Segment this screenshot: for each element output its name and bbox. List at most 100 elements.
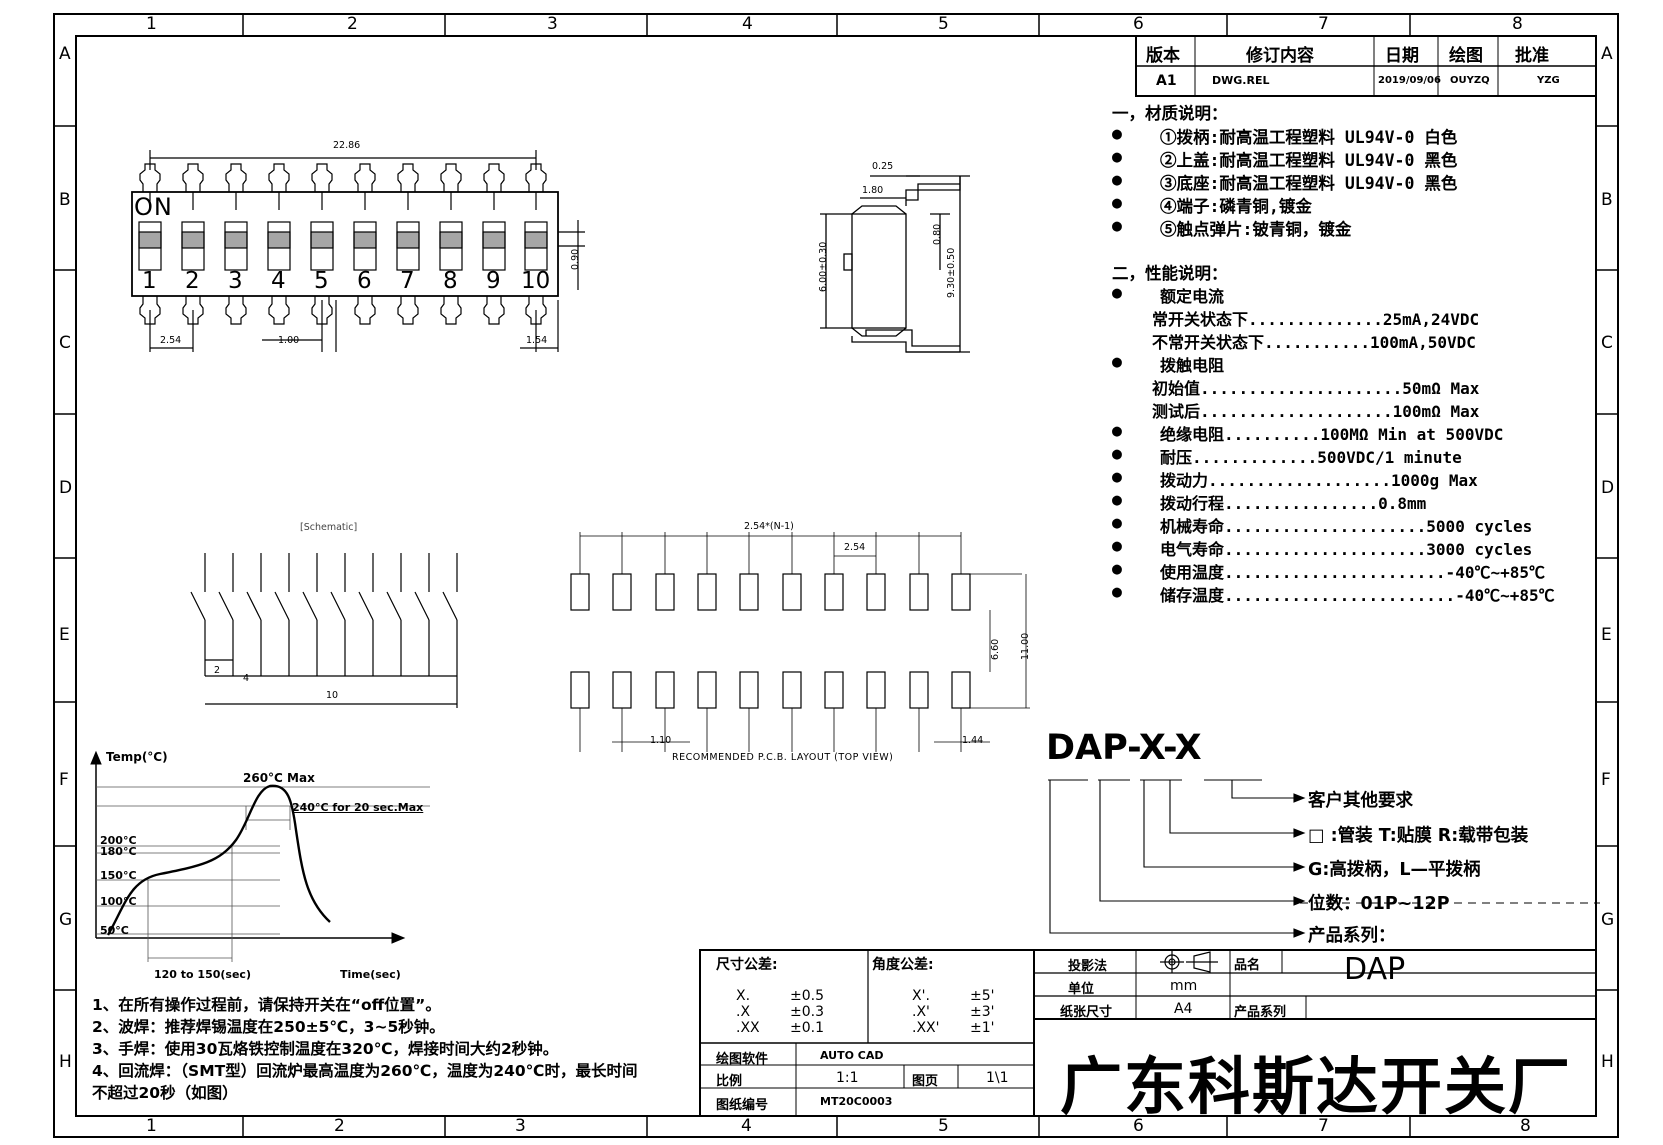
reflow-x-axis: Time(sec) bbox=[340, 968, 401, 981]
note-line: 4、回流焊：（SMT型）回流炉最高温度为260℃，温度为240℃时，最长时间 bbox=[92, 1062, 638, 1080]
switch-pin-pair bbox=[224, 163, 248, 325]
bullet-dot: ● bbox=[1112, 421, 1122, 440]
schematic-switch bbox=[218, 553, 234, 676]
column-label-bottom: 5 bbox=[938, 1116, 949, 1136]
performance-line: 拨动力...................1000g Max bbox=[1160, 471, 1478, 490]
pcb-pad-pair bbox=[697, 532, 717, 752]
row-label-left: F bbox=[59, 770, 69, 790]
pcb-dim-total: 2.54*(N-1) bbox=[744, 521, 794, 532]
note-line: 3、手焊：使用30瓦烙铁控制温度在320℃，焊接时间大约2秒钟。 bbox=[92, 1040, 559, 1058]
row-label-right: D bbox=[1601, 478, 1615, 498]
schematic-switch bbox=[414, 553, 430, 676]
bullet-dot: ● bbox=[1112, 170, 1122, 189]
part-number-code: DAP-X-X bbox=[1046, 728, 1202, 768]
pcb-caption: RECOMMENDED P.C.B. LAYOUT (TOP VIEW) bbox=[672, 752, 894, 763]
material-item: ③底座:耐高温工程塑料 UL94V-0 黑色 bbox=[1160, 174, 1458, 193]
column-label-bottom: 6 bbox=[1133, 1116, 1144, 1136]
pcb-pad-pair bbox=[824, 532, 844, 752]
dim-tol-value: ±0.1 bbox=[790, 1020, 824, 1036]
column-label-top: 5 bbox=[938, 14, 949, 34]
row-label-right: B bbox=[1601, 190, 1613, 210]
schematic-switch bbox=[246, 553, 262, 676]
side-dim-total: 9.30±0.50 bbox=[946, 247, 957, 298]
pcb-pad-pair bbox=[866, 532, 886, 752]
ang-tol-value: ±3' bbox=[970, 1004, 995, 1020]
bullet-dot: ● bbox=[1112, 216, 1122, 235]
rev-content: DWG.REL bbox=[1212, 74, 1270, 87]
switch-pin-pair bbox=[181, 163, 205, 325]
part-number-leaders bbox=[1048, 779, 1306, 938]
switch-number: 4 bbox=[271, 268, 286, 294]
rev-header-drawn: 绘图 bbox=[1449, 46, 1483, 66]
row-label-right: F bbox=[1601, 770, 1611, 790]
column-label-bottom: 1 bbox=[146, 1116, 157, 1136]
reflow-t50: 50°C bbox=[100, 924, 129, 937]
column-label-top: 8 bbox=[1512, 14, 1523, 34]
switch-number: 8 bbox=[443, 268, 458, 294]
column-label-top: 1 bbox=[146, 14, 157, 34]
schematic-switch bbox=[386, 553, 402, 676]
performance-line: 储存温度........................-40℃~+85℃ bbox=[1160, 586, 1555, 605]
switch-pin-pair bbox=[524, 163, 548, 325]
dim-tol-key: .XX bbox=[736, 1020, 760, 1036]
rev-header-version: 版本 bbox=[1146, 46, 1180, 66]
rev-date: 2019/09/06 bbox=[1378, 75, 1441, 86]
reflow-hold: 240°C for 20 sec.Max bbox=[292, 801, 424, 814]
unit-label: 单位 bbox=[1068, 982, 1095, 997]
paper-label: 纸张尺寸 bbox=[1060, 1005, 1113, 1020]
ang-tol-value: ±5' bbox=[970, 988, 995, 1004]
pcb-pad-pair bbox=[951, 532, 971, 752]
unit-value: mm bbox=[1170, 978, 1198, 994]
note-line: 2、波焊：推荐焊锡温度在250±5℃，3~5秒钟。 bbox=[92, 1018, 445, 1036]
side-dim-body: 6.00±0.30 bbox=[818, 241, 829, 292]
column-label-bottom: 8 bbox=[1520, 1116, 1531, 1136]
material-item: ②上盖:耐高温工程塑料 UL94V-0 黑色 bbox=[1160, 151, 1458, 170]
performance-line: 使用温度.......................-40℃~+85℃ bbox=[1160, 563, 1545, 582]
ang-tol-key: .X' bbox=[912, 1004, 930, 1020]
legend-line: 客户其他要求 bbox=[1308, 791, 1413, 811]
pcb-pad-pair bbox=[570, 532, 590, 752]
side-dim-thick: 0.80 bbox=[932, 223, 943, 245]
schematic-dim-a: 2 bbox=[214, 665, 221, 676]
reflow-t100: 100°C bbox=[100, 895, 137, 908]
switch-pin-pair bbox=[396, 163, 420, 325]
top-dim-height: 0.90 bbox=[570, 248, 581, 270]
legend-line: 产品系列： bbox=[1308, 926, 1396, 946]
top-view-drawing bbox=[131, 150, 585, 352]
row-label-left: B bbox=[59, 190, 71, 210]
schematic-switch bbox=[274, 553, 290, 676]
switch-body bbox=[131, 191, 559, 297]
dim-tol-value: ±0.5 bbox=[790, 988, 824, 1004]
performance-line: 额定电流 bbox=[1160, 287, 1225, 306]
top-dim-width: 1.00 bbox=[278, 335, 300, 346]
page-label: 图页 bbox=[912, 1074, 939, 1089]
pcb-dim-outer: 11.00 bbox=[1020, 632, 1031, 660]
pcb-dim-left: 1.10 bbox=[650, 735, 672, 746]
row-label-right: A bbox=[1601, 44, 1613, 64]
pcb-dim-pitch: 2.54 bbox=[844, 542, 866, 553]
switch-pin-pair bbox=[310, 163, 334, 325]
material-item: ④端子:磷青铜,镀金 bbox=[1160, 197, 1312, 216]
column-label-bottom: 2 bbox=[334, 1116, 345, 1136]
bullet-dot: ● bbox=[1112, 559, 1122, 578]
switch-number: 5 bbox=[314, 268, 329, 294]
performance-line: 拨触电阻 bbox=[1160, 356, 1225, 375]
switch-number: 2 bbox=[185, 268, 200, 294]
title-block-grid bbox=[699, 949, 1597, 1117]
rev-version: A1 bbox=[1156, 73, 1177, 89]
drawing-no-label: 图纸编号 bbox=[716, 1098, 769, 1113]
bullet-dot: ● bbox=[1112, 444, 1122, 463]
dim-tol-key: X. bbox=[736, 988, 751, 1004]
bullet-dot: ● bbox=[1112, 513, 1122, 532]
bullet-dot: ● bbox=[1112, 352, 1122, 371]
top-dim-edge: 1.54 bbox=[526, 335, 548, 346]
side-body bbox=[851, 213, 907, 329]
schematic-drawing bbox=[190, 553, 458, 708]
row-label-right: G bbox=[1601, 910, 1615, 930]
revision-table-grid bbox=[1135, 35, 1597, 97]
bullet-dot: ● bbox=[1112, 193, 1122, 212]
frame-ticks bbox=[54, 14, 1618, 1137]
dim-tol-key: .X bbox=[736, 1004, 751, 1020]
pcb-layout-drawing bbox=[570, 532, 1030, 752]
pcb-dim-right: 1.44 bbox=[962, 735, 984, 746]
